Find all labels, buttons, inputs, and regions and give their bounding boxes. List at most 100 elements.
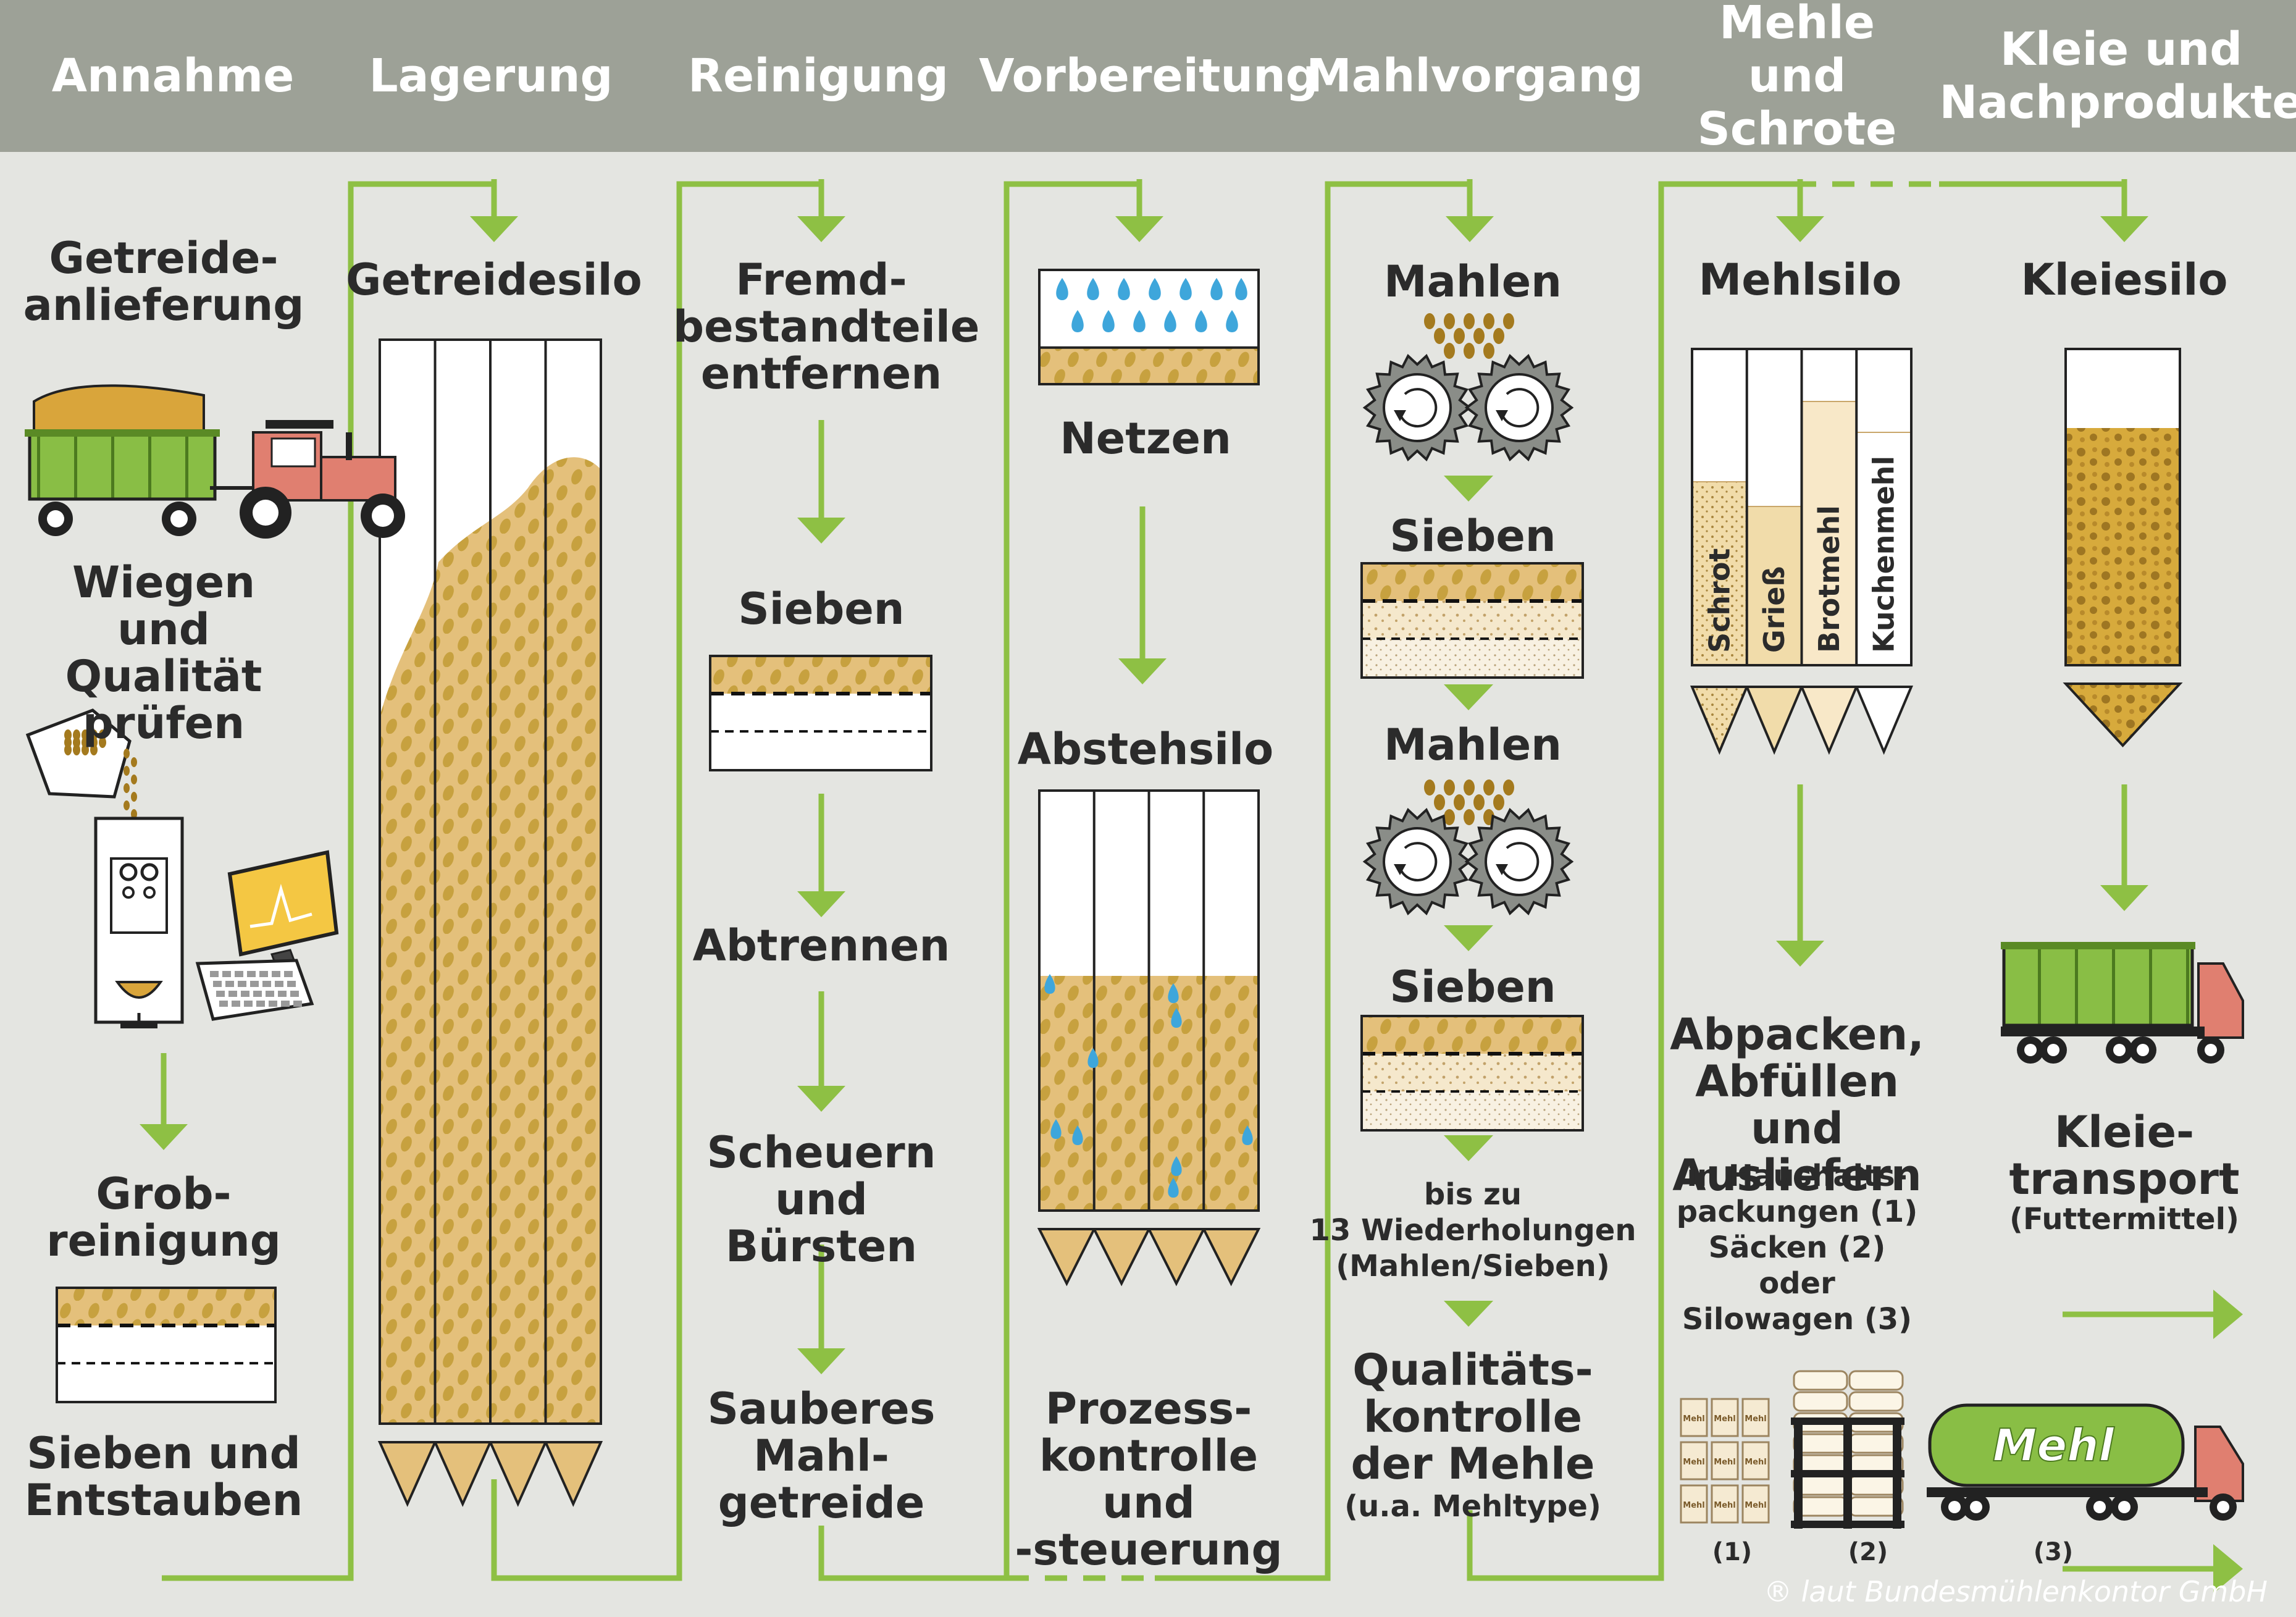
label-scheuern-buersten: Scheuern und Bürsten: [706, 1127, 936, 1272]
label-netzen: Netzen: [1060, 413, 1231, 464]
svg-text:Mehl: Mehl: [1745, 1458, 1766, 1467]
svg-text:Mehl: Mehl: [1714, 1501, 1735, 1510]
water-drop-icon: [1071, 310, 1084, 332]
arrow-head: [1776, 941, 1824, 967]
label-mahlen-1: Mahlen: [1383, 256, 1562, 307]
header-vorbereitung: Vorbereitung: [979, 49, 1318, 103]
flour-sack: [1848, 1391, 1904, 1412]
silowagen-icon: Mehl: [1927, 1403, 2244, 1521]
label-fremdbestandteile: Fremd- bestandteile entfernen: [673, 254, 980, 399]
flour-bag: [1711, 1398, 1739, 1437]
flour-bag: [1741, 1441, 1770, 1480]
flour-label-kuchenmehl: Kuchenmehl: [1867, 456, 1901, 653]
flow-line: [1939, 181, 2127, 204]
label-prozesskontrolle: Prozess- kontrolle und -steuerung: [1015, 1384, 1283, 1575]
tractor-trailer-icon: [25, 384, 405, 539]
label-mehlsilo: Mehlsilo: [1698, 254, 1902, 305]
sieve-grobreinigung: [56, 1287, 277, 1403]
sieve-reinigung: [709, 655, 932, 771]
arrow-head: [2213, 1290, 2243, 1339]
sieve-mahlvorgang-1: [1360, 562, 1584, 679]
mill-rollers-2: [1362, 779, 1574, 915]
marker-1: (1): [1712, 1538, 1753, 1566]
water-drop-icon: [1050, 1119, 1062, 1139]
flour-label-griess: Grieß: [1758, 566, 1791, 653]
water-drop-icon: [1210, 278, 1223, 300]
label-getreideanlieferung: Getreide- anlieferung: [23, 233, 304, 330]
header-kleie-und-nachprodukte: Kleie und Nachprodukte: [1939, 23, 2296, 129]
flour-sack: [1793, 1391, 1848, 1412]
flour-bag: [1680, 1398, 1708, 1437]
arrow-head: [1444, 1301, 1493, 1327]
flow-line: [1467, 181, 1794, 1581]
header-reinigung: Reinigung: [688, 49, 949, 103]
kleie-truck-icon: [2001, 942, 2244, 1064]
water-drop-icon: [1242, 1125, 1253, 1145]
water-drop-icon: [1118, 278, 1130, 300]
flour-bag: [1741, 1484, 1770, 1524]
label-abtrennen: Abtrennen: [692, 920, 950, 971]
water-drop-icon: [1072, 1125, 1083, 1145]
computer-icon: [195, 850, 339, 1021]
arrow-head: [797, 1086, 845, 1112]
label-sauberes-mahlgetreide: Sauberes Mahl- getreide: [707, 1384, 936, 1528]
sieve-mahlvorgang-2: [1360, 1015, 1584, 1132]
tanker-label: Mehl: [1993, 1419, 2115, 1471]
marker-3: (3): [2033, 1538, 2074, 1566]
water-drop-icon: [1171, 1008, 1182, 1028]
flour-label-schrot: Schrot: [1703, 548, 1736, 653]
flour-sack: [1793, 1370, 1848, 1391]
label-sieben-reinigung: Sieben: [738, 584, 905, 634]
water-drop-icon: [1168, 983, 1179, 1003]
flour-bag: [1680, 1484, 1708, 1524]
water-drop-icon: [1102, 310, 1115, 332]
water-drop-icon: [1133, 310, 1146, 332]
svg-text:Mehl: Mehl: [1745, 1501, 1766, 1510]
getreidesilo: [377, 338, 603, 1507]
water-drop-icon: [1168, 1178, 1179, 1198]
marker-2: (2): [1848, 1538, 1888, 1566]
flour-bag: [1680, 1441, 1708, 1480]
mill-rollers-1: [1362, 313, 1574, 461]
abstehsilo: [1037, 789, 1261, 1287]
svg-text:Mehl: Mehl: [1714, 1458, 1735, 1467]
arrow-head: [1444, 1135, 1493, 1161]
water-drop-icon: [1179, 278, 1192, 300]
sack-pallet-icon: [1791, 1370, 1904, 1529]
label-mahlen-2: Mahlen: [1383, 720, 1562, 770]
water-drop-icon: [1044, 974, 1055, 994]
arrow-head: [1444, 476, 1493, 502]
arrow-head: [1118, 658, 1167, 684]
flour-bag: [1741, 1398, 1770, 1437]
arrow-head: [2100, 885, 2148, 911]
arrow-head: [797, 891, 845, 917]
water-drop-icon: [1235, 278, 1247, 300]
arrow-head: [1444, 925, 1493, 951]
label-wiederholungen: bis zu 13 Wiederholungen (Mahlen/Sieben): [1309, 1177, 1636, 1283]
weighing-scale-icon: [25, 708, 184, 1028]
label-abpacken: Abpacken, Abfüllen und Ausliefern: [1670, 1009, 1924, 1201]
label-grobreinigung: Grob- reinigung: [46, 1169, 281, 1266]
arrow-head: [797, 518, 845, 544]
label-sieben-1: Sieben: [1389, 511, 1556, 561]
water-drop-icon: [1164, 310, 1176, 332]
flour-bag: [1711, 1441, 1739, 1480]
water-drop-icon: [1087, 278, 1099, 300]
arrow-head: [1444, 684, 1493, 710]
arrow-head: [470, 216, 518, 242]
water-drop-icon: [1226, 310, 1238, 332]
water-drop-icon: [1149, 278, 1161, 300]
label-getreidesilo: Getreidesilo: [346, 254, 642, 305]
flow-arrows: [140, 179, 2243, 1594]
flour-label-brotmehl: Brotmehl: [1812, 505, 1846, 653]
arrow-head: [1446, 216, 1494, 242]
header-mahlvorgang: Mahlvorgang: [1306, 49, 1643, 103]
copyright-note: ® laut Bundesmühlenkontor GmbH: [1764, 1575, 2268, 1608]
label-futtermittel: (Futtermittel): [2009, 1202, 2239, 1237]
flour-bag: [1711, 1484, 1739, 1524]
water-drop-icon: [1056, 278, 1068, 300]
netzen-box: [1038, 269, 1260, 385]
arrow-head: [797, 1348, 845, 1374]
